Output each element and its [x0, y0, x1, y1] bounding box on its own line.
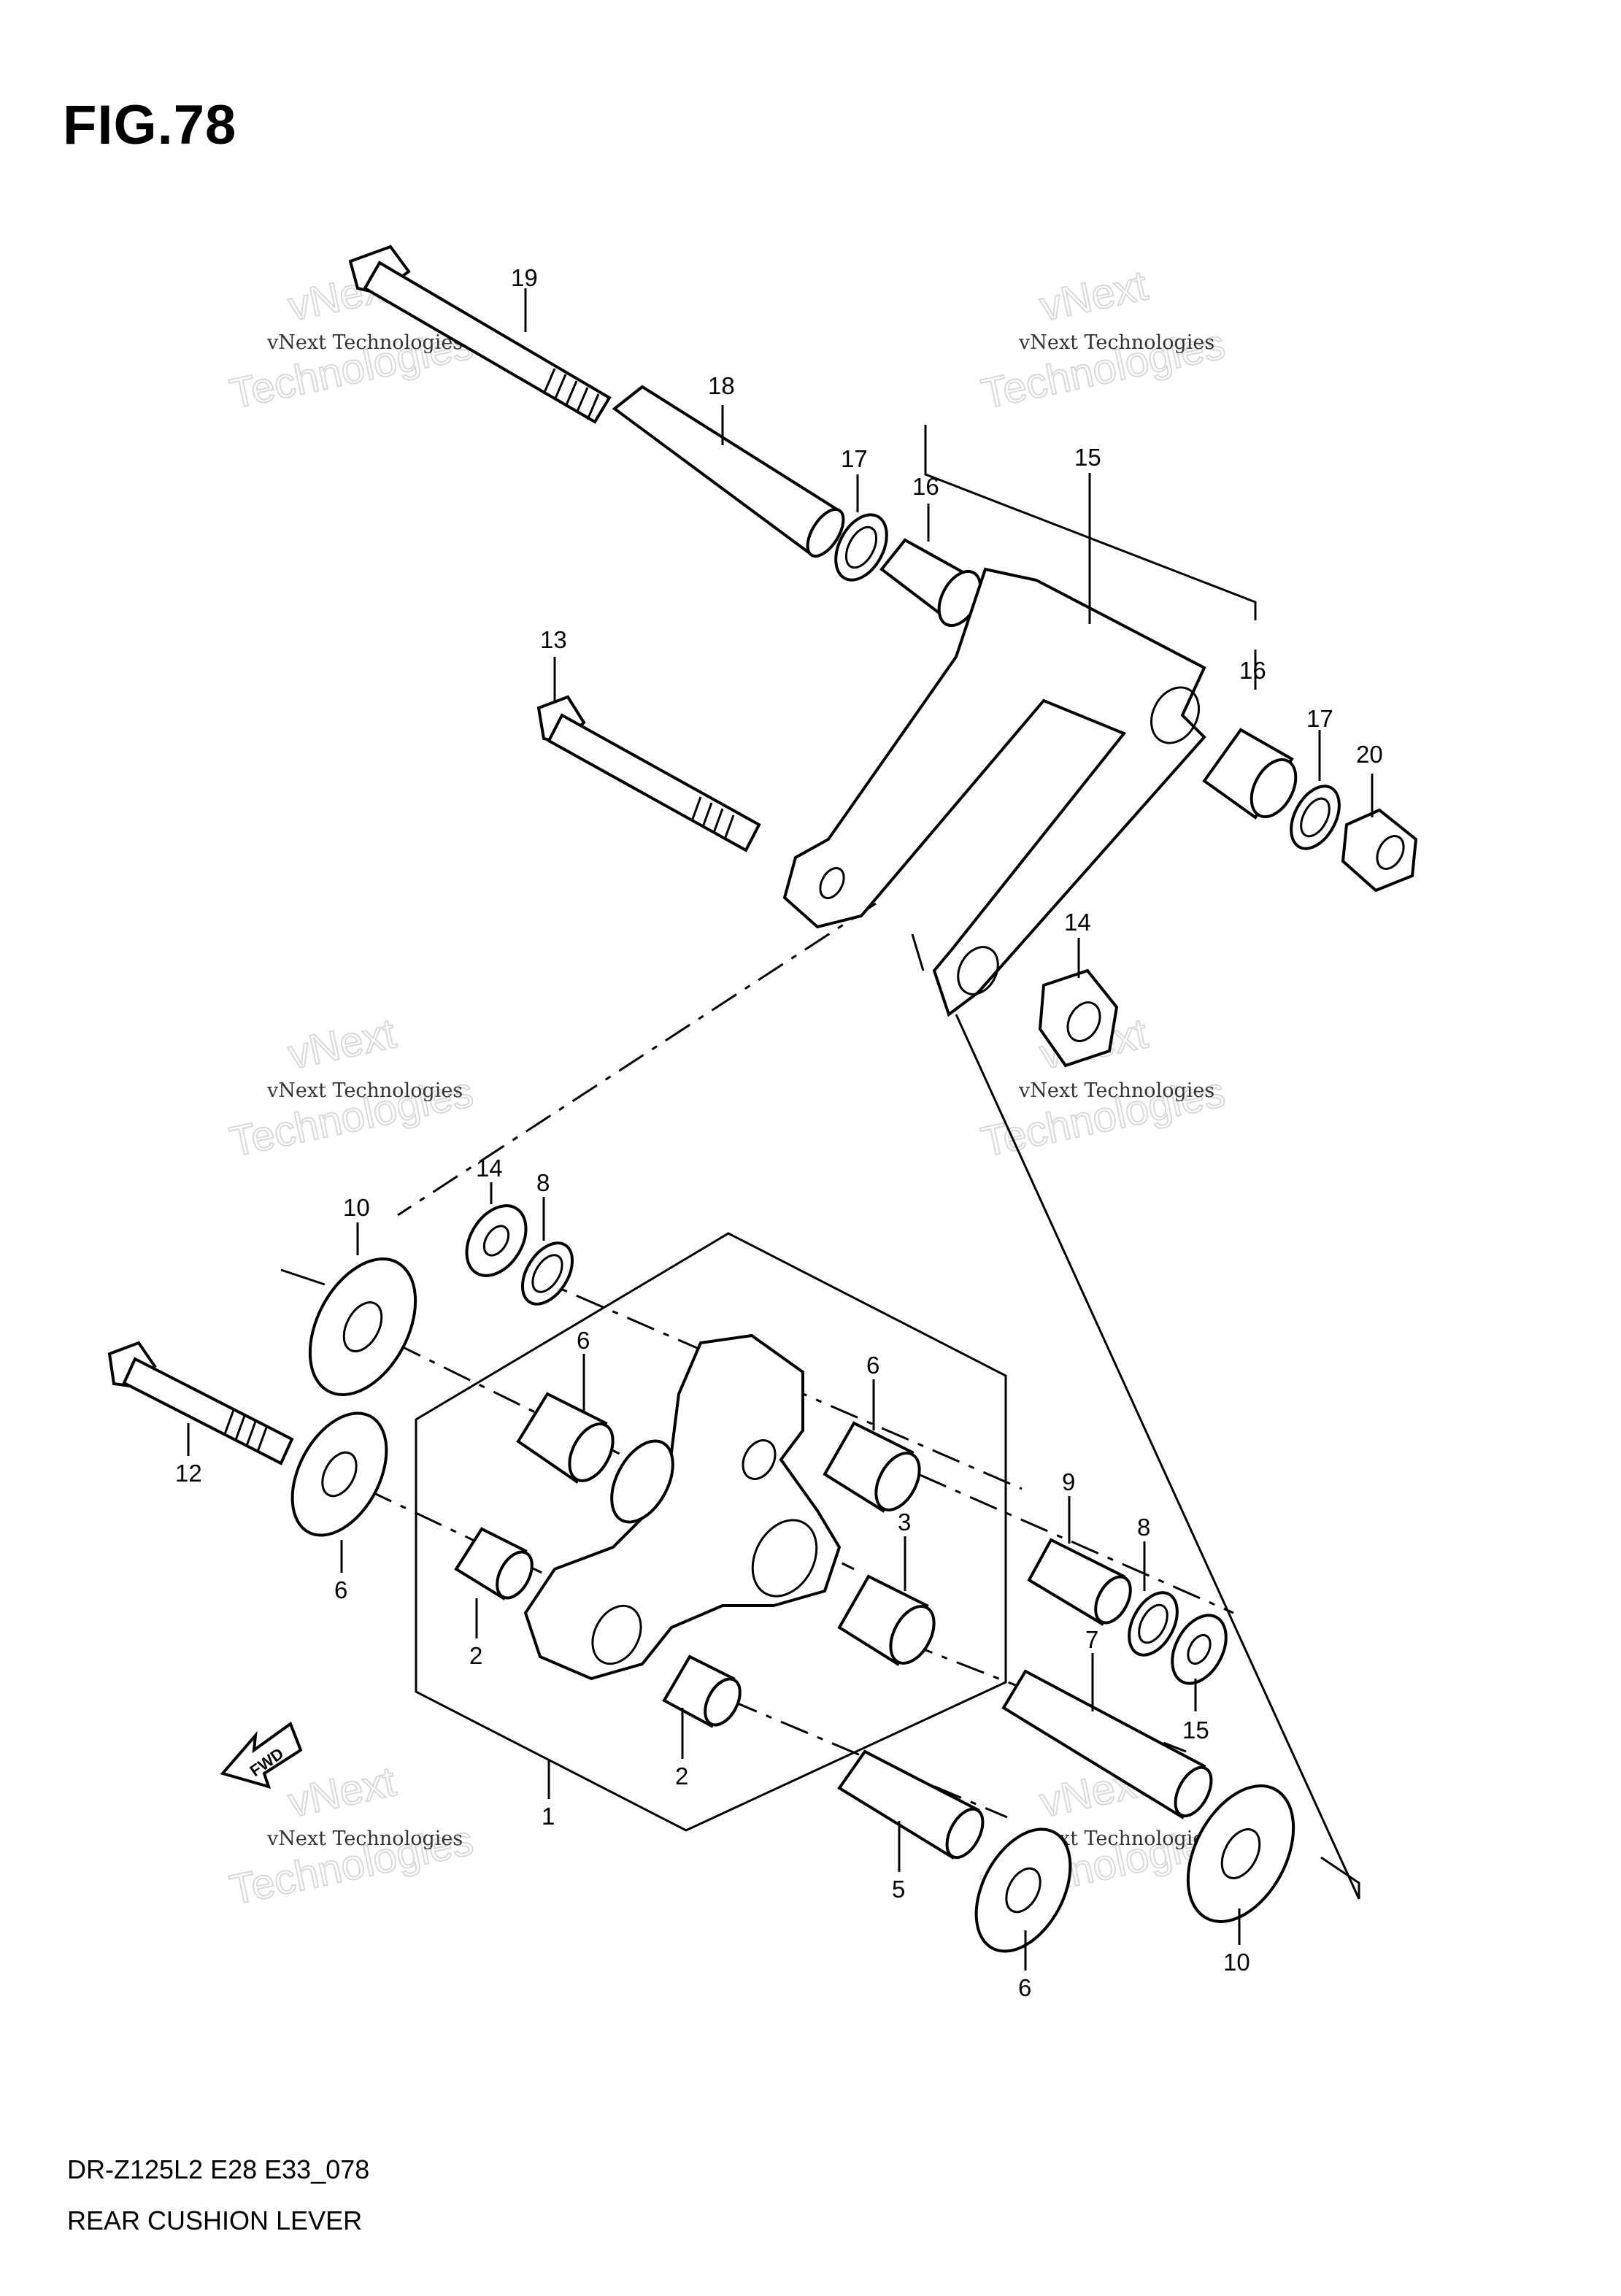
washer-14-lower [1171, 1614, 1228, 1685]
oil-seal-8-upper [520, 1241, 574, 1306]
watermark-caption: vNext Technologies [266, 331, 463, 354]
watermark-word-1: vNext [1036, 261, 1152, 330]
needle-bearing-4 [823, 1421, 921, 1513]
watermark-caption: vNext Technologies [1018, 331, 1214, 354]
callout-20: 20 [1356, 741, 1383, 768]
callout-7: 7 [1085, 1626, 1098, 1653]
spacer-collar-7 [1001, 1669, 1213, 1819]
washer-14-upper [465, 1204, 528, 1277]
cushion-lever-1 [523, 1333, 842, 1681]
callout-11: 12 [175, 1460, 202, 1487]
watermark-caption: vNext Technologies [266, 1079, 463, 1102]
callout-6-left: 6 [334, 1576, 347, 1603]
oil-seal-17-upper [834, 513, 888, 582]
thrust-washer-6-bottom [974, 1827, 1072, 1953]
needle-bearing-3-lower [837, 1574, 936, 1666]
callout-4: 6 [866, 1352, 879, 1379]
callout-18: 18 [708, 372, 735, 399]
thrust-washer-10-bottom [1186, 1784, 1295, 1923]
spacer-9 [1027, 1538, 1132, 1626]
callout-17-lower: 17 [1306, 705, 1333, 732]
bolt-11 [107, 1341, 294, 1465]
callout-19: 19 [511, 264, 538, 291]
callout-3-lower: 3 [898, 1509, 911, 1536]
spacer-collar-18 [612, 385, 845, 558]
callout-12: 13 [540, 626, 567, 653]
model-code: DR-Z125L2 E28 E33_078 [67, 2154, 370, 2184]
callout-1: 1 [542, 1803, 555, 1830]
callout-13: 14 [1064, 909, 1091, 936]
callout-8-lower: 8 [1137, 1514, 1150, 1541]
watermark-word-1: vNext [284, 1009, 400, 1078]
needle-bearing-2-lower [662, 1654, 742, 1728]
callout-14-lower: 15 [1182, 1717, 1209, 1744]
figure-title: FIG.78 [63, 94, 237, 156]
spacer-collar-5 [837, 1749, 985, 1860]
callout-6-bottom: 6 [1018, 1974, 1031, 2001]
bolt-12 [536, 695, 761, 852]
callout-9: 9 [1062, 1468, 1075, 1495]
thrust-washer-6-left [290, 1411, 388, 1537]
callout-2-left: 2 [469, 1642, 482, 1669]
watermark-top-right: vNext Technologies vNext Technologies [977, 261, 1230, 418]
watermark-caption: vNext Technologies [266, 1827, 463, 1850]
watermark-mid-left: vNext Technologies vNext Technologies [225, 1009, 478, 1166]
oil-seal-17-lower [1290, 785, 1341, 850]
callout-16-lower: 16 [1239, 657, 1266, 684]
watermark-caption: vNext Technologies [1018, 1079, 1214, 1102]
needle-bearing-2-left [454, 1527, 534, 1600]
needle-bearing-16-lower [1202, 728, 1298, 820]
callout-leaders [187, 288, 1374, 1971]
fwd-arrow-icon: FWD [220, 1721, 303, 1789]
callout-14-upper: 14 [476, 1155, 503, 1182]
watermark-top-left: vNext Technologies vNext Technologies [225, 261, 478, 418]
long-bolt-19 [348, 244, 612, 424]
watermark-word-1: vNext [284, 1757, 400, 1826]
nut-13 [1038, 968, 1119, 1068]
cushion-rod-15 [782, 567, 1206, 1017]
oil-seal-8-lower [1128, 1591, 1179, 1657]
callout-10-upper: 10 [343, 1194, 370, 1221]
callout-5: 5 [892, 1876, 905, 1903]
nut-20 [1341, 808, 1418, 893]
needle-bearing-3-upper [516, 1392, 615, 1484]
callout-3-upper: 6 [577, 1327, 590, 1354]
callout-10-lower: 10 [1223, 1949, 1250, 1976]
callout-15: 15 [1074, 444, 1101, 471]
callout-16-upper: 16 [912, 473, 939, 500]
callout-17-upper: 17 [841, 445, 868, 472]
callout-numbers: 19 18 17 16 15 16 17 20 13 14 14 8 10 6 … [175, 264, 1383, 2001]
thrust-washer-10-upper [308, 1257, 417, 1396]
part-group-name: REAR CUSHION LEVER [67, 2206, 363, 2235]
callout-8-upper: 8 [536, 1169, 550, 1196]
callout-2-lower: 2 [675, 1763, 688, 1790]
